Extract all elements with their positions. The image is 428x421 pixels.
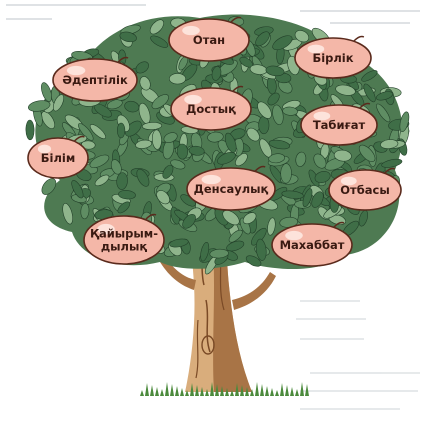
fruit-stem xyxy=(230,16,242,23)
fruit-label: Махаббат xyxy=(280,238,345,252)
fruit-stem xyxy=(384,167,396,174)
fruit-highlight xyxy=(201,174,221,185)
fruit-highlight xyxy=(184,94,202,105)
fruit-otan: Отан xyxy=(168,16,250,62)
fruit-highlight xyxy=(66,65,86,76)
fruit-birlik: Бірлік xyxy=(294,35,372,79)
fruit-adeptilik: Әдептілік xyxy=(52,56,138,102)
faded-background-text xyxy=(6,4,420,410)
fruit-highlight xyxy=(182,25,200,36)
fruit-highlight xyxy=(285,230,303,241)
fruit-stem xyxy=(353,35,365,42)
grass xyxy=(140,382,309,396)
fruit-densaulyq: Денсаулық xyxy=(186,165,276,211)
fruit-highlight xyxy=(97,223,115,235)
fruit-stem xyxy=(254,165,266,172)
fruit-tabigat: Табиғат xyxy=(300,102,378,146)
fruit-label: Қайырым-дылық xyxy=(90,227,158,254)
fruit-highlight xyxy=(340,176,357,186)
fruit-label: Бірлік xyxy=(312,51,353,65)
fruit-label: Достық xyxy=(186,102,236,116)
fruit-label: Денсаулық xyxy=(194,182,269,196)
fruit-label: Отбасы xyxy=(340,183,389,197)
fruit-highlight xyxy=(307,44,325,54)
fruit-label: Отан xyxy=(193,33,225,47)
fruit-otbasy: Отбасы xyxy=(328,167,402,211)
fruit-highlight xyxy=(37,144,52,154)
fruit-label: Білім xyxy=(41,151,75,165)
fruit-stem xyxy=(333,221,345,228)
fruit-group: ОтанБірлікӘдептілікДостықТабиғатБілімДен… xyxy=(27,16,402,267)
fruit-label: Әдептілік xyxy=(62,73,128,87)
fruit-bilim: Білім xyxy=(27,135,89,179)
fruit-qaiyrymdylyq: Қайырым-дылық xyxy=(83,213,165,265)
fruit-stem xyxy=(232,85,244,92)
fruit-stem xyxy=(117,56,129,63)
fruit-stem xyxy=(145,213,157,220)
fruit-highlight xyxy=(313,111,331,121)
fruit-dostyq: Достық xyxy=(170,85,252,131)
fruit-stem xyxy=(74,135,85,142)
fruit-mahabbat: Махаббат xyxy=(271,221,353,267)
fruit-label: Табиғат xyxy=(313,118,366,132)
fruit-stem xyxy=(359,102,371,109)
